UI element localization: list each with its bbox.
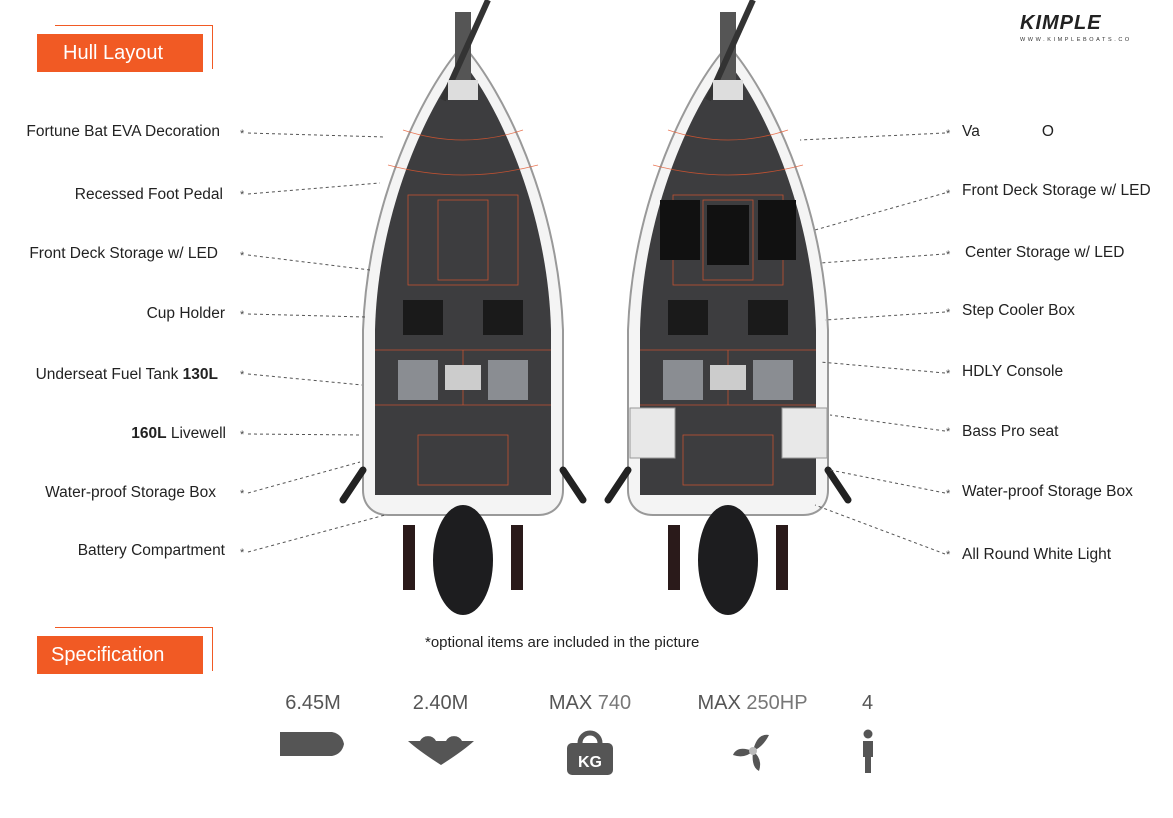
hull-layout-heading: Hull Layout (37, 34, 203, 72)
spec-value: 4 (861, 692, 874, 714)
spec-prefix: MAX (548, 692, 598, 714)
specification-heading: Specification (37, 636, 203, 674)
spec-prefix: MAX (697, 692, 747, 714)
label-text: Livewell (166, 425, 226, 442)
label-text: Underseat Fuel Tank (35, 366, 183, 383)
kg-weight-icon: KG (567, 730, 613, 775)
label-livewell: 160L Livewell (131, 425, 226, 443)
brand-name: KIMPLE (1020, 12, 1102, 34)
label-text: Va (962, 123, 980, 140)
label-front-deck-storage-right: Front Deck Storage w/ LED (962, 182, 1151, 199)
label-waterproof-storage-box: Water-proof Storage Box (45, 484, 216, 501)
label-front-deck-storage: Front Deck Storage w/ LED (29, 245, 218, 262)
kimple-logo: KIMPLE WWW.KIMPLEBOATS.CO (1020, 12, 1132, 43)
label-all-round-light: All Round White Light (962, 546, 1112, 563)
label-bass-pro-seat: Bass Pro seat (962, 423, 1059, 440)
spec-length: 6.45M (278, 692, 348, 759)
boat-beam-icon (407, 736, 474, 765)
label-waterproof-storage-right: Water-proof Storage Box (962, 483, 1133, 500)
spec-value: 250HP (746, 692, 808, 714)
svg-text:KG: KG (578, 754, 602, 771)
hull-layout-frame (55, 25, 213, 69)
optional-items-note: *optional items are included in the pict… (425, 634, 700, 651)
spec-value: 740 (597, 692, 632, 714)
label-fortune-bat-eva: Fortune Bat EVA Decoration (26, 123, 220, 140)
label-bold: 130L (182, 366, 218, 383)
spec-beam: 2.40M (403, 692, 478, 769)
label-center-storage: Center Storage w/ LED (965, 244, 1125, 261)
label-text-2: O (1041, 123, 1054, 140)
spec-value: 6.45M (285, 692, 341, 714)
label-hdly-console: HDLY Console (962, 363, 1064, 380)
label-recessed-foot-pedal: Recessed Foot Pedal (74, 186, 223, 203)
person-icon (862, 729, 873, 773)
spec-max-power: MAX 250HP (690, 692, 815, 773)
leader-lines (247, 132, 946, 555)
boat-left-view (343, 0, 583, 615)
propeller-icon (732, 734, 769, 771)
boat-right-view (608, 0, 848, 615)
label-step-cooler-box: Step Cooler Box (962, 302, 1075, 319)
label-va-o: Va O (962, 123, 1054, 141)
boat-length-icon (280, 732, 344, 756)
spec-max-weight: MAX 740 KG (535, 692, 645, 775)
label-cup-holder: Cup Holder (146, 305, 225, 322)
spec-value: 2.40M (412, 692, 469, 714)
brand-url: WWW.KIMPLEBOATS.CO (1020, 37, 1132, 43)
specification-frame (55, 627, 213, 671)
spec-capacity: 4 (855, 692, 880, 773)
label-bold: 160L (131, 425, 167, 442)
label-battery-compartment: Battery Compartment (77, 542, 225, 559)
label-underseat-fuel-tank: Underseat Fuel Tank 130L (36, 366, 218, 384)
